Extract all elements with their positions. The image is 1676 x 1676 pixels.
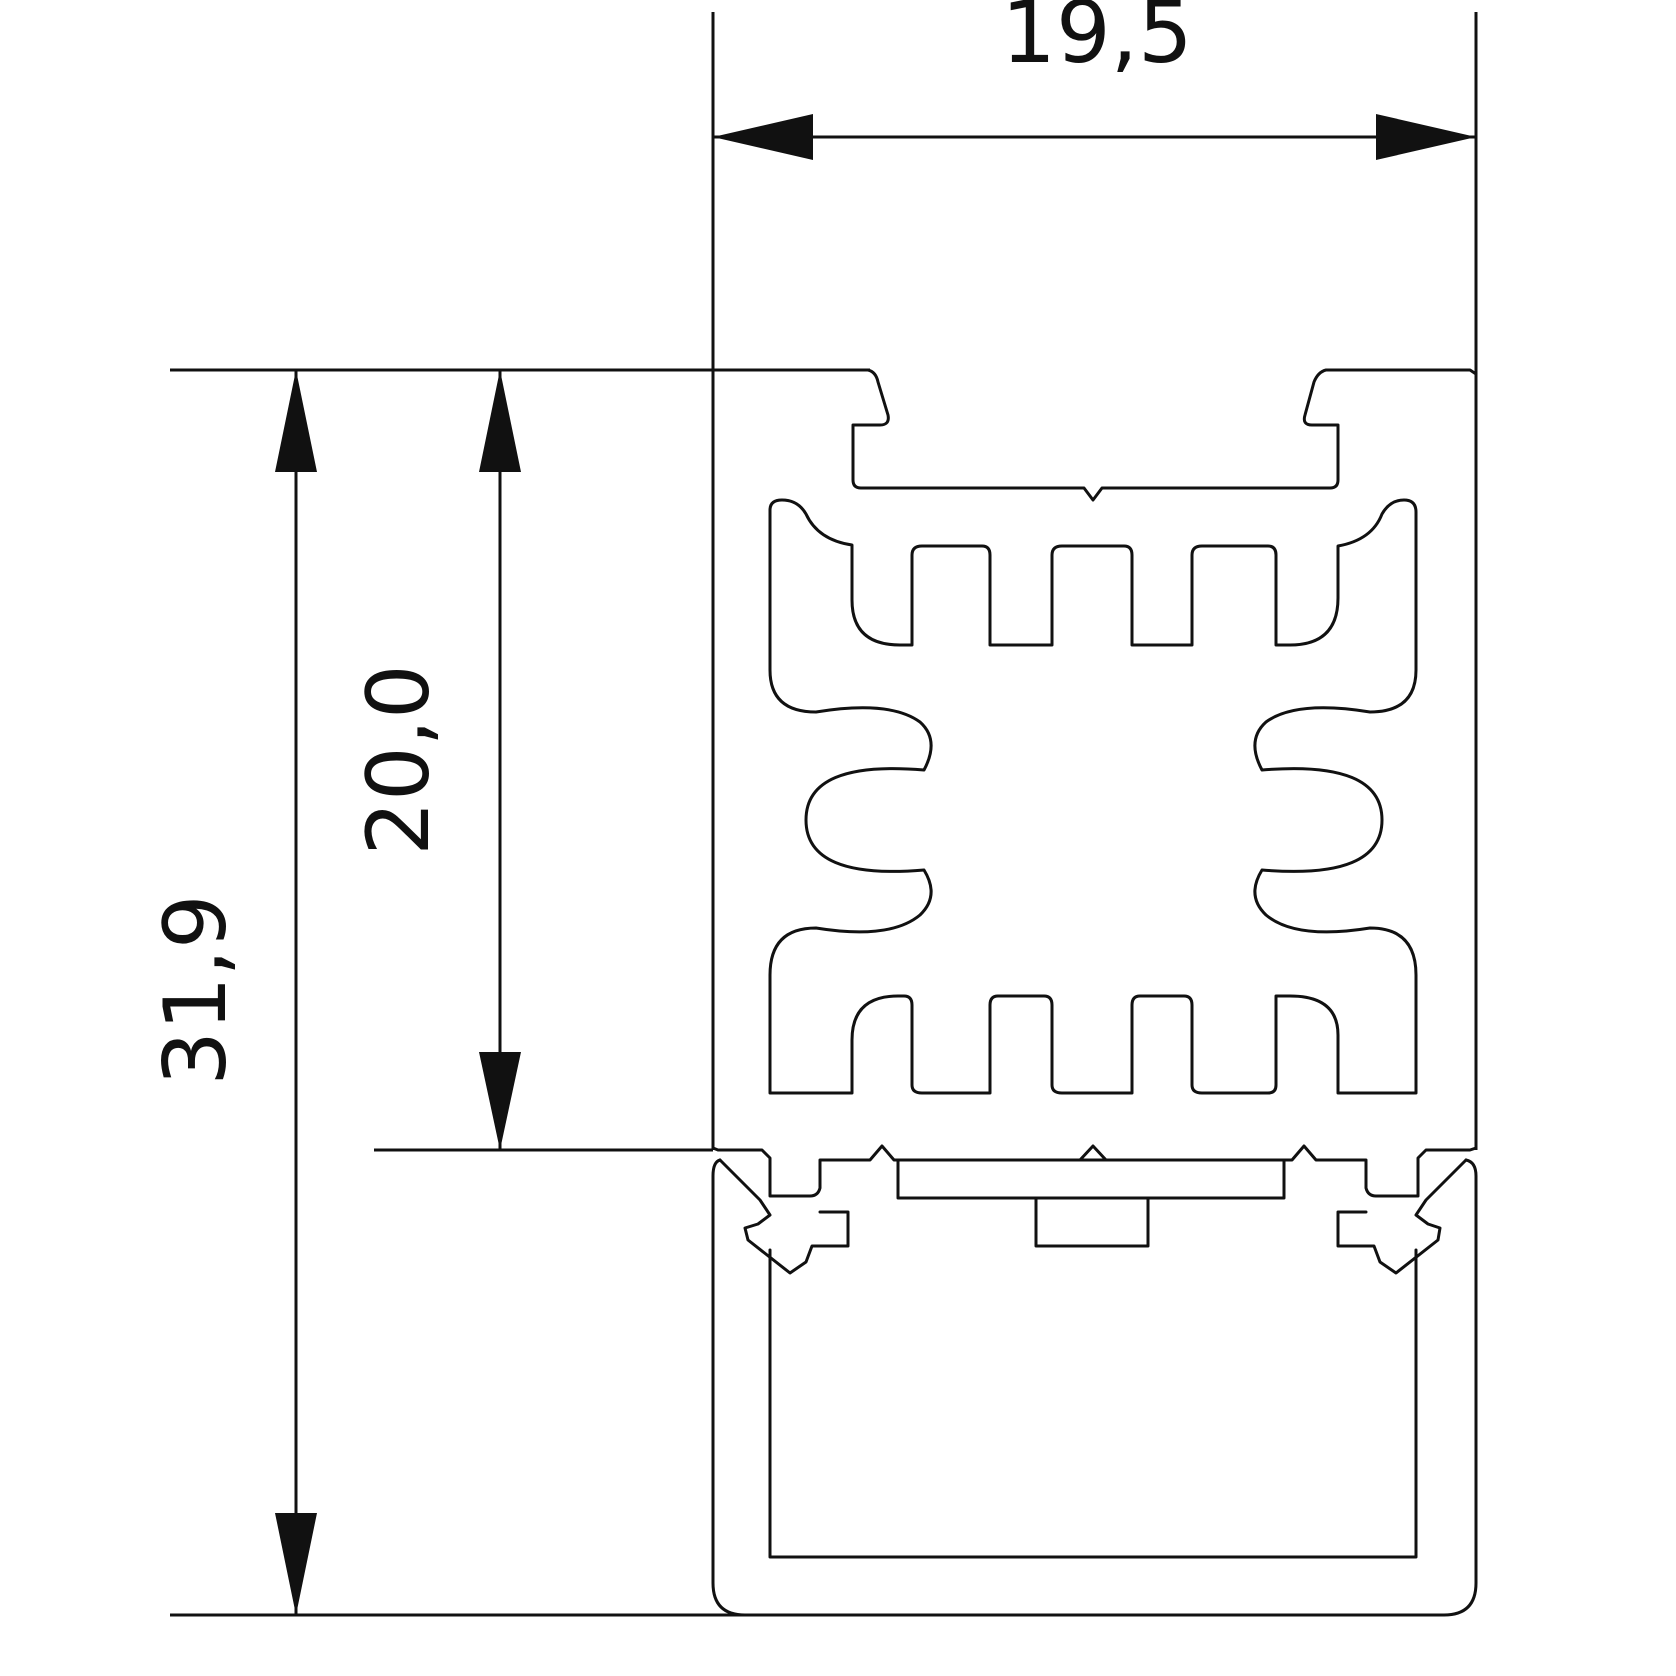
- body-height-label: 20,0: [349, 664, 449, 855]
- width-dimension: 19,5: [713, 0, 1476, 160]
- led-strip-board: [896, 1158, 1286, 1200]
- right-clip-hook: [1336, 1158, 1468, 1275]
- diffuser-outer: [711, 1158, 1478, 1617]
- arrowhead-right: [1376, 114, 1476, 160]
- arrowhead-top: [479, 370, 521, 472]
- diffuser-cover: [711, 1158, 1478, 1617]
- body-height-dimension: 20,0: [349, 370, 521, 1150]
- led-chip: [1034, 1196, 1150, 1248]
- total-height-label: 31,9: [146, 894, 246, 1085]
- heat-sink-core: [768, 498, 1418, 1095]
- aluminium-profile: [711, 368, 1478, 1275]
- led-rail: [711, 1144, 1478, 1198]
- left-clip-hook: [718, 1158, 850, 1275]
- profile-top-edge: [711, 368, 1478, 502]
- arrowhead-left: [713, 114, 813, 160]
- diffuser-inner: [768, 1248, 1418, 1559]
- width-label: 19,5: [1001, 0, 1192, 83]
- total-height-dimension: 31,9: [146, 370, 317, 1615]
- arrowhead-bottom: [479, 1052, 521, 1150]
- arrowhead-bottom: [275, 1513, 317, 1615]
- arrowhead-top: [275, 370, 317, 472]
